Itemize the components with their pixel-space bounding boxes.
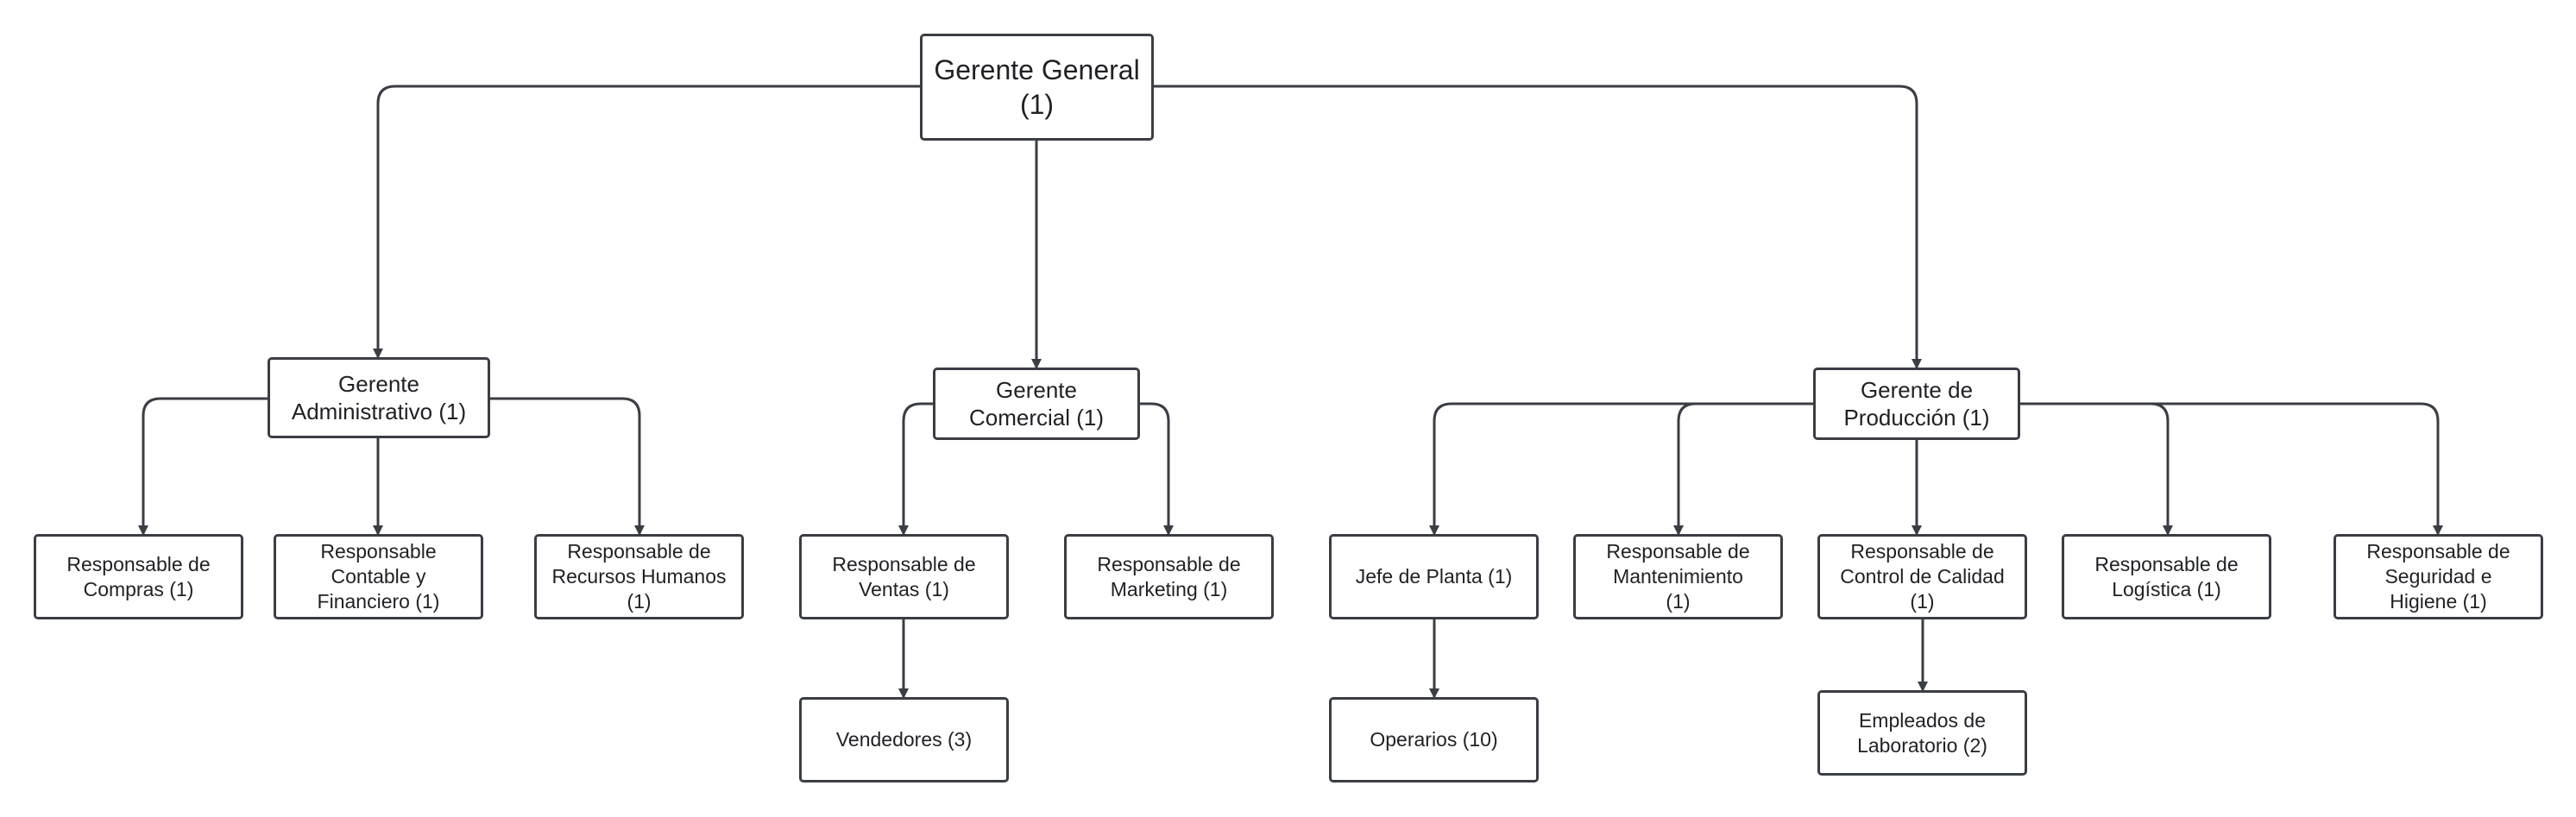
node-label: Vendedores (3) (835, 728, 973, 751)
node-responsable-rrhh: Responsable de Recursos Humanos (1) (534, 534, 744, 619)
node-label: Gerente General (1) (934, 54, 1140, 120)
node-label: Responsable de Compras (1) (66, 552, 211, 600)
node-label: Responsable de Ventas (1) (832, 552, 976, 600)
node-gerente-produccion: Gerente de Producción (1) (1813, 368, 2020, 440)
node-gerente-administrativo: Gerente Administrativo (1) (268, 357, 490, 438)
node-responsable-contable: Responsable Contable y Financiero (1) (274, 534, 483, 619)
connector-admin-to-rrhh (488, 397, 645, 536)
node-gerente-comercial: Gerente Comercial (1) (933, 368, 1140, 440)
node-label: Gerente Comercial (1) (968, 376, 1105, 431)
node-responsable-compras: Responsable de Compras (1) (34, 534, 243, 619)
node-label: Responsable de Recursos Humanos (1) (551, 540, 727, 613)
node-label: Gerente Administrativo (1) (291, 370, 467, 425)
connector-produccion-to-jefe (1429, 402, 1813, 536)
node-responsable-seguridad: Responsable de Seguridad e Higiene (1) (2334, 534, 2543, 619)
connector-produccion-to-seguridad (2020, 402, 2443, 536)
node-responsable-logistica: Responsable de Logística (1) (2062, 534, 2271, 619)
node-label: Gerente de Producción (1) (1843, 376, 1990, 431)
connector-produccion-to-mantenimiento (1673, 402, 1813, 536)
node-responsable-calidad: Responsable de Control de Calidad (1) (1817, 534, 2027, 619)
node-label: Responsable Contable y Financiero (1) (317, 540, 440, 613)
node-responsable-ventas: Responsable de Ventas (1) (799, 534, 1009, 619)
node-label: Empleados de Laboratorio (2) (1857, 708, 1987, 757)
node-jefe-planta: Jefe de Planta (1) (1329, 534, 1539, 619)
node-label: Responsable de Control de Calidad (1) (1840, 540, 2005, 613)
connector-produccion-to-logistica (2020, 402, 2173, 536)
connector-comercial-to-ventas (898, 402, 933, 536)
node-label: Responsable de Marketing (1) (1097, 552, 1241, 600)
node-empleados-laboratorio: Empleados de Laboratorio (2) (1817, 690, 2027, 776)
node-label: Responsable de Mantenimiento (1) (1606, 540, 1750, 613)
node-operarios: Operarios (10) (1329, 697, 1539, 782)
node-responsable-marketing: Responsable de Marketing (1) (1064, 534, 1274, 619)
node-gerente-general: Gerente General (1) (920, 34, 1154, 141)
node-vendedores: Vendedores (3) (799, 697, 1009, 782)
connector-general-to-produccion (1154, 85, 1922, 369)
connector-admin-to-compras (138, 397, 268, 536)
connector-general-to-admin (373, 85, 920, 359)
node-label: Operarios (10) (1370, 728, 1498, 751)
node-label: Responsable de Logística (1) (2094, 552, 2239, 600)
node-label: Responsable de Seguridad e Higiene (1) (2366, 540, 2510, 613)
node-label: Jefe de Planta (1) (1355, 565, 1513, 588)
connector-comercial-to-marketing (1140, 402, 1174, 536)
node-responsable-mantenimiento: Responsable de Mantenimiento (1) (1573, 534, 1783, 619)
